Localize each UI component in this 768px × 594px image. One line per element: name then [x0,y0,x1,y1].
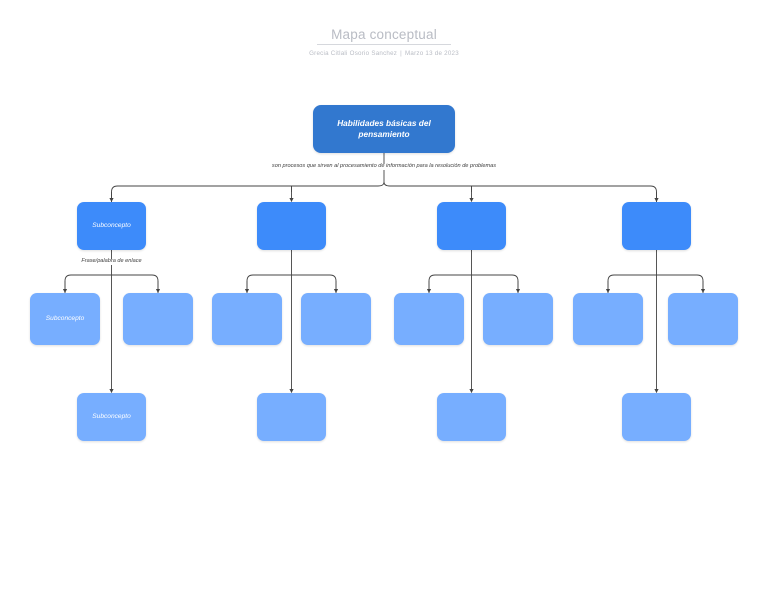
level3-node-3[interactable] [437,393,506,441]
document-byline: Grecia Citlali Osorio Sanchez|Marzo 13 d… [0,50,768,57]
edge-g3-bus [428,274,519,293]
root-node[interactable]: Habilidades básicas del pensamiento [313,105,455,153]
level2-node-6[interactable] [483,293,553,345]
level3-node-4[interactable] [622,393,691,441]
level1-node-2[interactable] [257,202,326,250]
level1-node-1[interactable]: Subconcepto [77,202,146,250]
edge-root-bus [111,181,657,202]
level2-node-7[interactable] [573,293,643,345]
edge-g1-bus [64,274,159,293]
author-name: Grecia Citlali Osorio Sanchez [309,50,398,57]
edge-label-branch-1: Frase/palabra de enlace [78,258,145,265]
level3-node-1[interactable]: Subconcepto [77,393,146,441]
page-title: Mapa conceptual [317,27,451,45]
level2-node-2[interactable] [123,293,193,345]
document-date: Marzo 13 de 2023 [405,50,459,57]
level2-node-5[interactable] [394,293,464,345]
edge-g4-bus [607,274,704,293]
level1-node-4[interactable] [622,202,691,250]
level2-node-4[interactable] [301,293,371,345]
document-header: Mapa conceptual Grecia Citlali Osorio Sa… [0,26,768,57]
level1-node-3[interactable] [437,202,506,250]
level2-node-3[interactable] [212,293,282,345]
level3-node-2[interactable] [257,393,326,441]
level2-node-1[interactable]: Subconcepto [30,293,100,345]
level2-node-8[interactable] [668,293,738,345]
edge-g2-bus [246,274,337,293]
edge-label-root: son procesos que sirven al procesamiento… [268,163,500,170]
byline-separator: | [400,50,403,57]
